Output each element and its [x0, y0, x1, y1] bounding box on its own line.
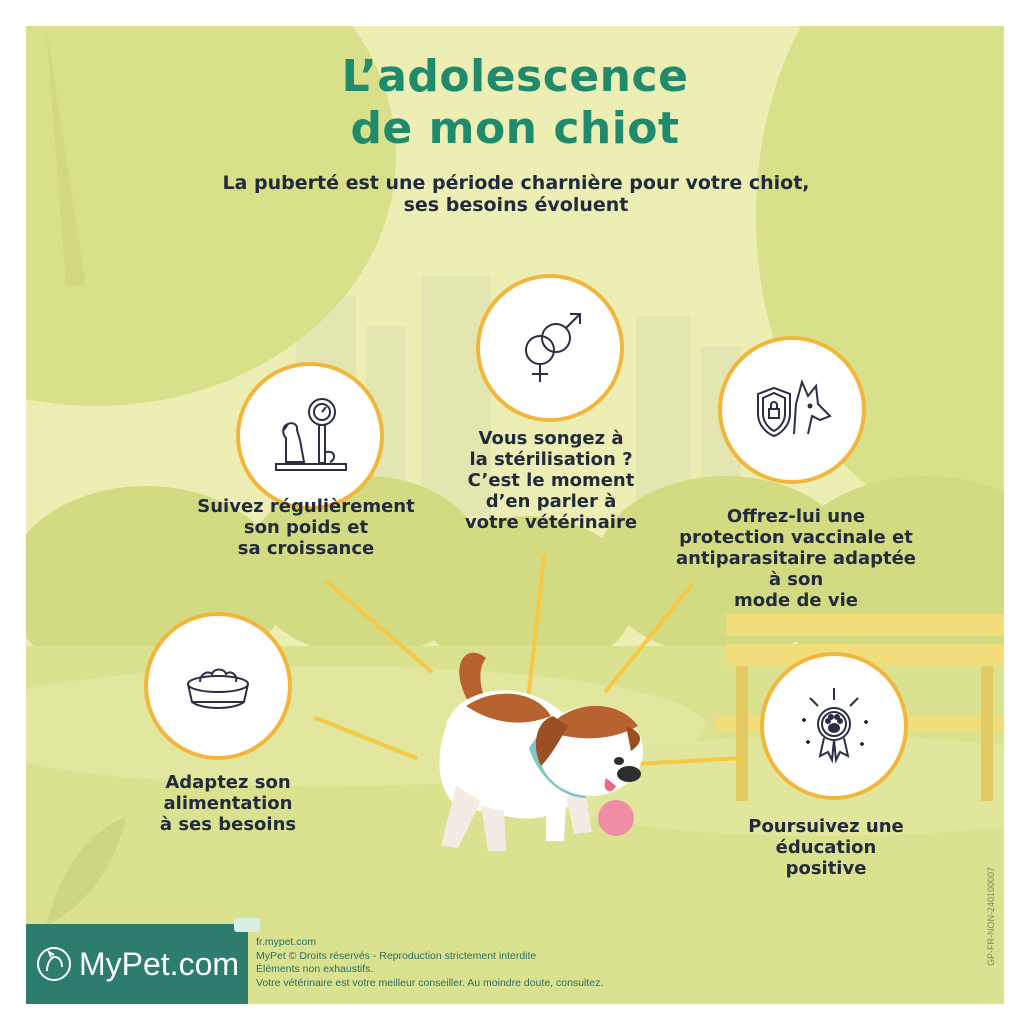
reference-code: GP-FR-NON-240100007: [986, 866, 996, 966]
infographic-canvas: L’adolescence de mon chiot La puberté es…: [26, 26, 1004, 1004]
footer-copyright: MyPet © Droits réservés - Reproduction s…: [256, 949, 537, 962]
bushes: [26, 476, 1004, 696]
park-background: [26, 26, 1004, 1004]
subtitle-line-2: ses besoins évoluent: [403, 194, 629, 216]
paw-badge-icon: [802, 688, 868, 764]
logo-corner-mark: [234, 918, 260, 932]
logo-text: MyPet.com: [78, 945, 240, 982]
footer-url: fr.mypet.com: [256, 936, 317, 948]
education-circle: [760, 652, 908, 800]
footer-notes: fr.mypet.com MyPet © Droits réservés - R…: [256, 936, 676, 990]
sterilisation-label: Vous songez à la stérilisation ? C’est l…: [464, 428, 638, 533]
protection-label: Offrez-lui une protection vaccinale et a…: [675, 506, 917, 611]
cat-dog-logo-icon: [36, 947, 71, 981]
protection-circle: [718, 336, 866, 484]
food-bowl-icon: [187, 668, 249, 709]
footer-advice: Votre vétérinaire est votre meilleur con…: [256, 976, 604, 989]
food-label: Adaptez son alimentation à ses besoins: [159, 772, 297, 835]
education-label: Poursuivez une éducation positive: [748, 816, 904, 879]
connector-lines: [314, 554, 744, 766]
sterilisation-circle: [476, 274, 624, 422]
weight-label: Suivez régulièrement son poids et sa cro…: [197, 496, 415, 559]
subtitle-line-1: La puberté est une période charnière pou…: [222, 172, 810, 194]
dog-shield-icon: [757, 378, 832, 438]
title-line-2: de mon chiot: [350, 103, 680, 154]
leaf-decoration: [46, 816, 126, 926]
tree-canopy-left: [26, 26, 396, 406]
gender-symbols-icon: [525, 313, 581, 382]
food-circle: [144, 612, 292, 760]
weight-circle: [236, 362, 384, 510]
footer-disclaimer: Éléments non exhaustifs.: [256, 963, 374, 975]
dog-on-scale-icon: [275, 398, 347, 471]
puppy-illustration: [439, 652, 643, 851]
mypet-logo: MyPet.com: [26, 918, 260, 1004]
title-line-1: L’adolescence: [341, 51, 689, 102]
